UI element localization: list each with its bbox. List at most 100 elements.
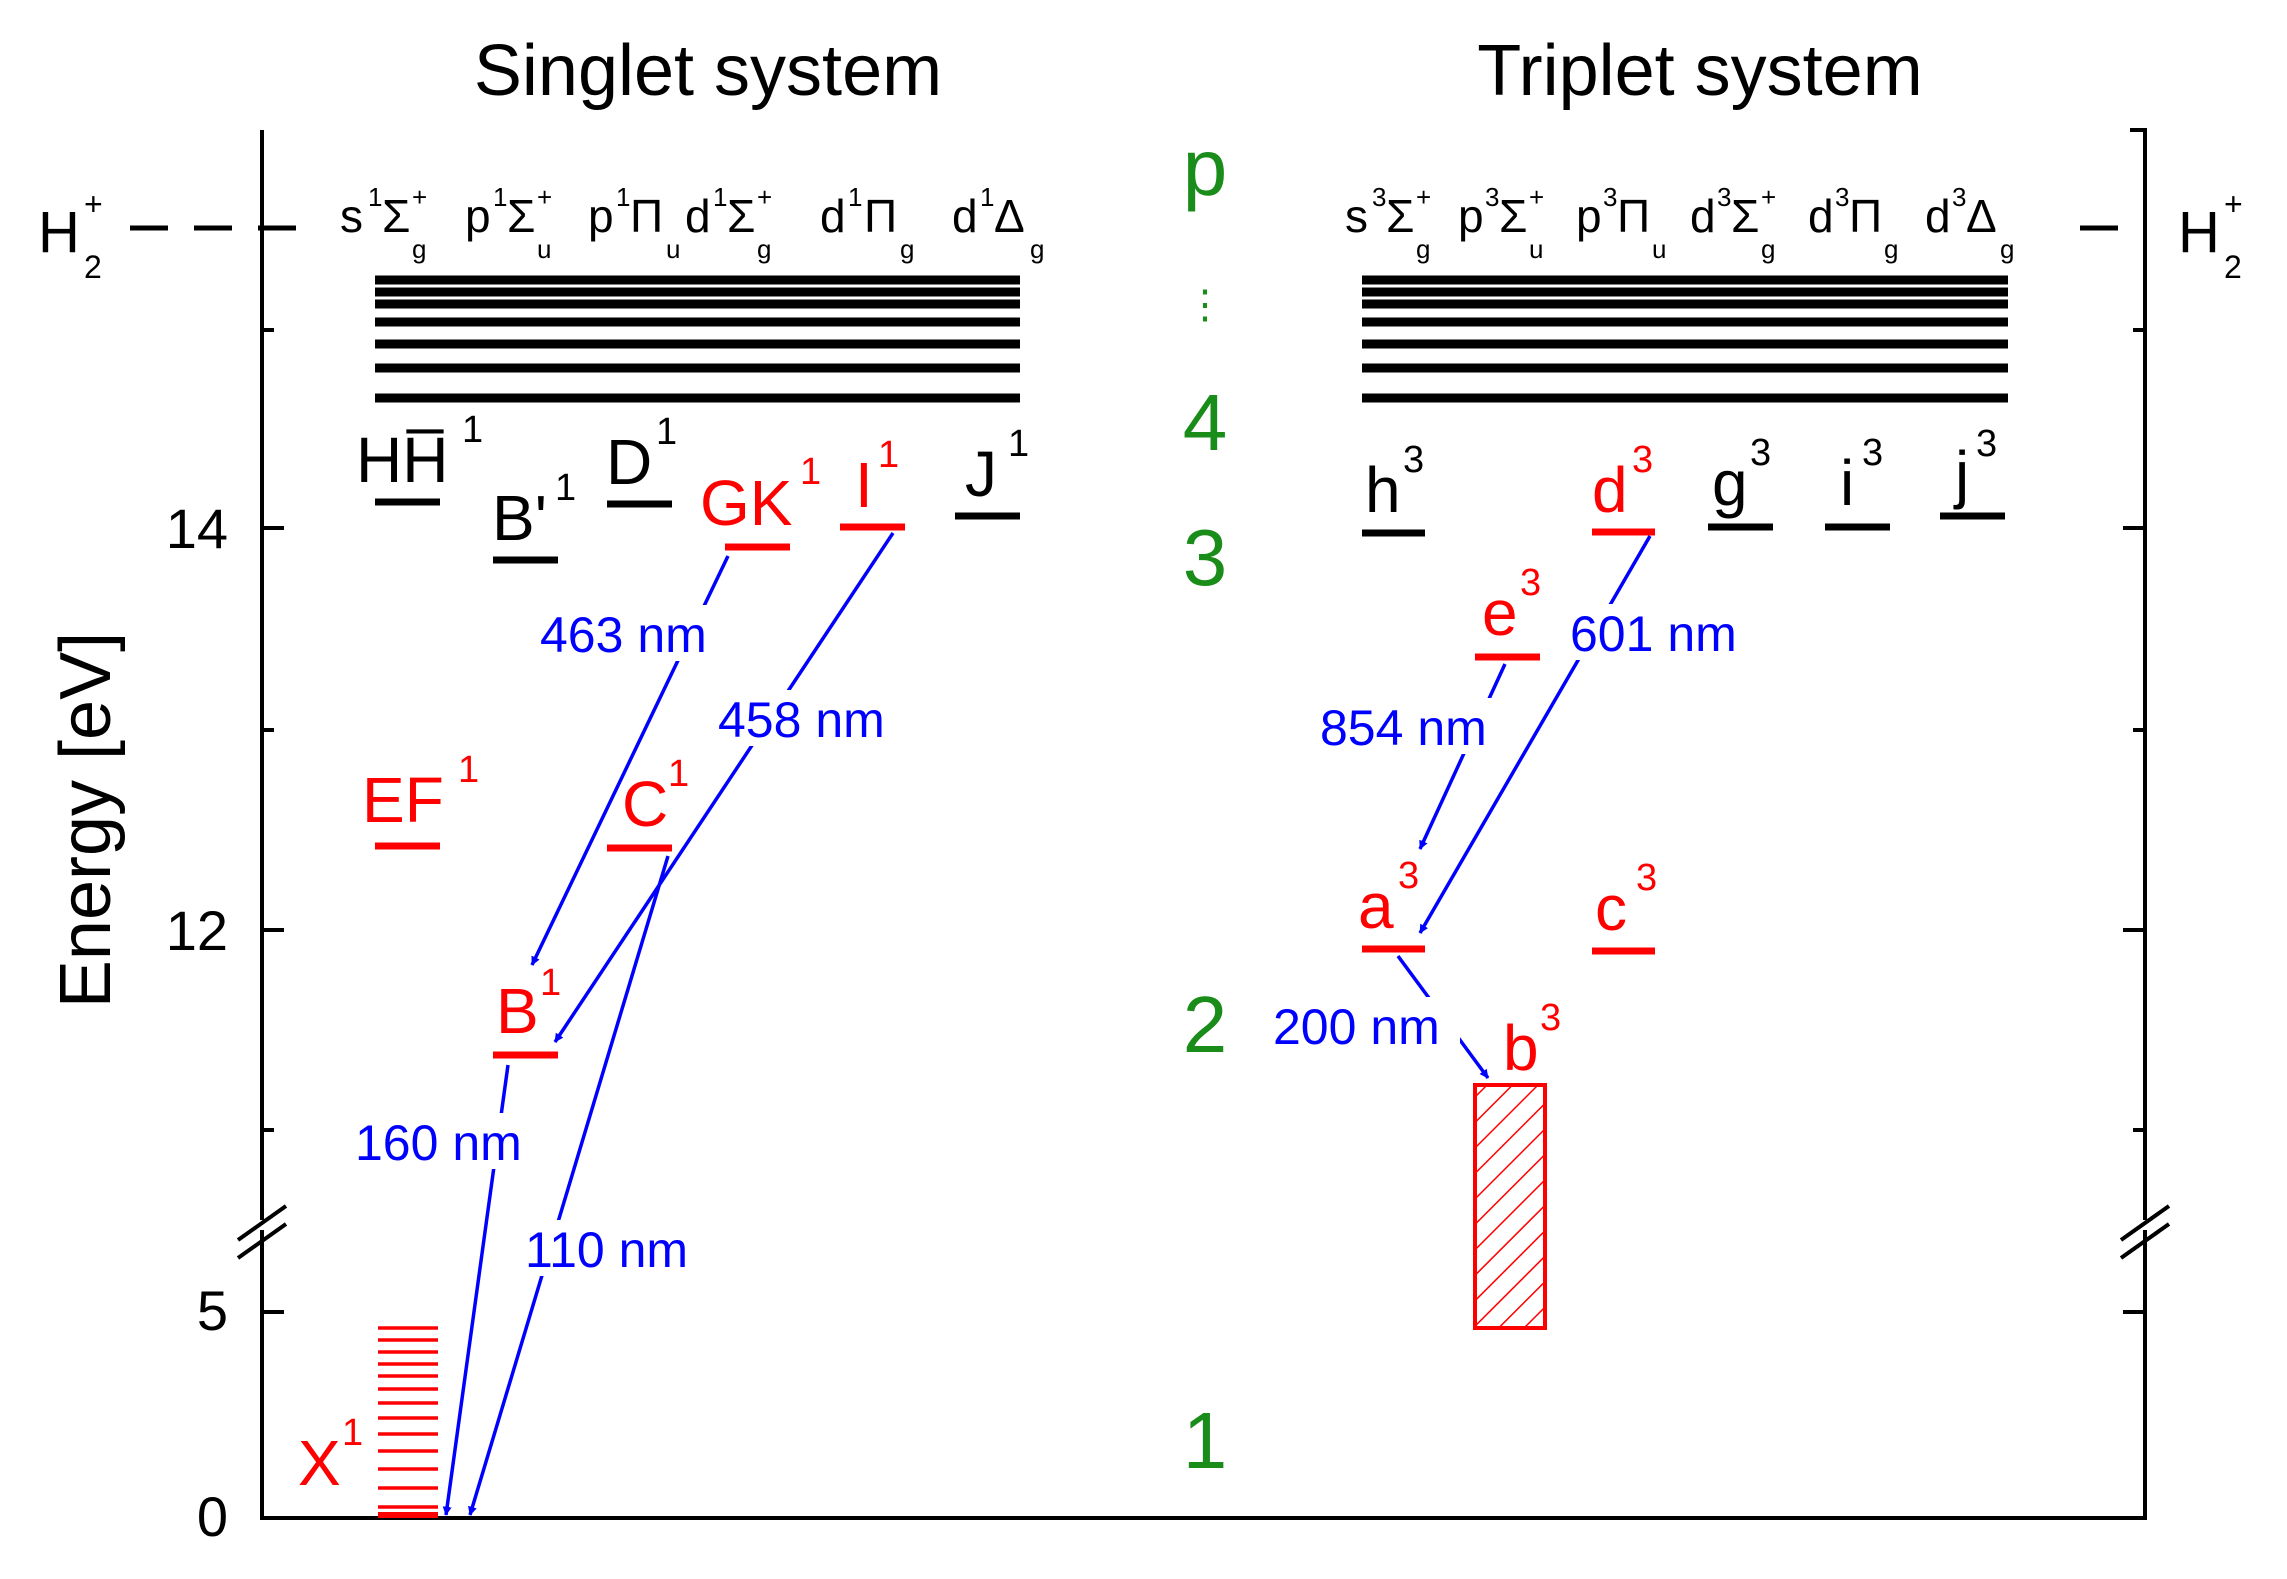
label-a: a 3 [1358,855,1419,942]
svg-text:EF: EF [362,764,444,836]
svg-text:g: g [1712,447,1748,519]
singlet-rydberg-labels: s 1 Σ + g p 1 Σ + u p 1 Π u d 1 Σ + g d [340,182,1044,264]
svg-text:+: + [757,182,772,212]
svg-text:3: 3 [1603,182,1617,212]
tick-label-14: 14 [166,497,228,560]
svg-text:3: 3 [1976,423,1997,465]
svg-text:Σ: Σ [1386,190,1414,242]
label-C: C 1 [622,753,689,840]
principal-n-4: 4 [1183,378,1228,467]
svg-text:+: + [2224,186,2243,222]
svg-text:u: u [537,234,551,264]
svg-text:D: D [606,426,652,498]
svg-text:p: p [465,190,491,242]
svg-text:j: j [1953,438,1969,510]
label-X: X 1 [298,1412,363,1499]
series-label: p 3 Σ + u [1458,182,1544,264]
svg-text:C: C [622,768,668,840]
svg-text:g: g [1416,234,1430,264]
svg-text:3: 3 [1403,439,1424,481]
singlet-system-title: Singlet system [474,31,942,111]
svg-text:1: 1 [848,182,862,212]
principal-quantum-numbers: p ⋮ 4 3 2 1 [1183,123,1228,1485]
wavelength-200: 200 nm [1273,999,1440,1055]
svg-text:3: 3 [1717,182,1731,212]
svg-text:1: 1 [616,182,630,212]
principal-n-dots: ⋮ [1185,283,1225,327]
wavelength-labels: 463 nm 458 nm 160 nm 110 nm 601 nm 854 n… [350,604,1760,1278]
tick-label-0: 0 [197,1485,228,1548]
label-b: b 3 [1503,997,1561,1084]
principal-n-1: 1 [1183,1396,1228,1485]
svg-text:3: 3 [1750,432,1771,474]
series-label: d 1 Π g [820,182,914,264]
svg-text:Σ: Σ [1499,190,1527,242]
svg-text:i: i [1840,447,1854,519]
svg-text:+: + [1761,182,1776,212]
label-J: J 1 [965,423,1029,510]
svg-text:1: 1 [540,962,561,1004]
svg-text:a: a [1358,870,1394,942]
triplet-levels [1362,512,2005,1330]
svg-text:1: 1 [713,182,727,212]
svg-text:Σ: Σ [1731,190,1759,242]
transition-arrow-854 [1418,663,1507,850]
y-axis-label: Energy [eV] [46,632,126,1008]
label-e: e 3 [1482,562,1541,649]
svg-text:Σ: Σ [382,190,410,242]
series-label: p 1 Σ + u [465,182,552,264]
svg-text:I: I [855,449,873,521]
transition-arrows [442,532,1652,1516]
label-GK: GK 1 [700,451,821,539]
svg-text:1: 1 [342,1412,363,1454]
wavelength-458: 458 nm [718,692,885,748]
svg-text:d: d [1925,190,1951,242]
svg-text:Π: Π [1849,190,1882,242]
svg-text:1: 1 [493,182,507,212]
series-label: s 1 Σ + g [340,182,427,264]
label-D: D 1 [606,411,677,498]
svg-text:2: 2 [2224,249,2242,285]
svg-text:Δ: Δ [1966,190,1997,242]
svg-text:1: 1 [368,182,382,212]
svg-text:Δ: Δ [994,190,1025,242]
svg-text:d: d [1592,454,1628,526]
svg-text:g: g [412,234,426,264]
svg-text:Σ: Σ [507,190,535,242]
svg-text:Σ: Σ [727,190,755,242]
svg-text:1: 1 [800,451,821,493]
wavelength-601: 601 nm [1570,606,1737,662]
svg-text:3: 3 [1862,432,1883,474]
svg-text:g: g [1884,234,1898,264]
svg-text:d: d [1808,190,1834,242]
svg-text:e: e [1482,577,1518,649]
principal-n-p: p [1183,123,1228,212]
label-EF: EF 1 [362,749,479,836]
svg-text:3: 3 [1952,182,1966,212]
label-I: I 1 [855,434,899,521]
svg-text:1: 1 [668,753,689,795]
svg-text:+: + [412,182,427,212]
singlet-rydberg-levels [375,275,1020,403]
series-label: d 3 Δ g [1925,182,2014,264]
svg-text:2: 2 [84,249,102,285]
singlet-state-labels: X 1 EF 1 B 1 C 1 GK 1 I 1 HH̅ 1 B' 1 [298,409,1029,1499]
triplet-system-title: Triplet system [1477,31,1922,111]
svg-text:c: c [1595,872,1627,944]
series-label: p 3 Π u [1576,182,1666,264]
series-label: p 1 Π u [588,182,680,264]
wavelength-463: 463 nm [540,607,707,663]
label-j: j 3 [1953,423,1997,510]
svg-text:J: J [965,438,997,510]
tick-label-12: 12 [166,899,228,962]
svg-text:X: X [298,1427,341,1499]
wavelength-160: 160 nm [355,1115,522,1171]
transition-arrow-601 [1418,535,1652,934]
label-B: B 1 [496,962,561,1047]
svg-text:Π: Π [864,190,897,242]
triplet-rydberg-levels [1362,275,2008,403]
triplet-state-labels: b 3 a 3 c 3 e 3 d 3 h 3 g 3 i 3 [1358,423,1997,1084]
svg-text:d: d [1690,190,1716,242]
svg-text:H: H [38,200,80,265]
